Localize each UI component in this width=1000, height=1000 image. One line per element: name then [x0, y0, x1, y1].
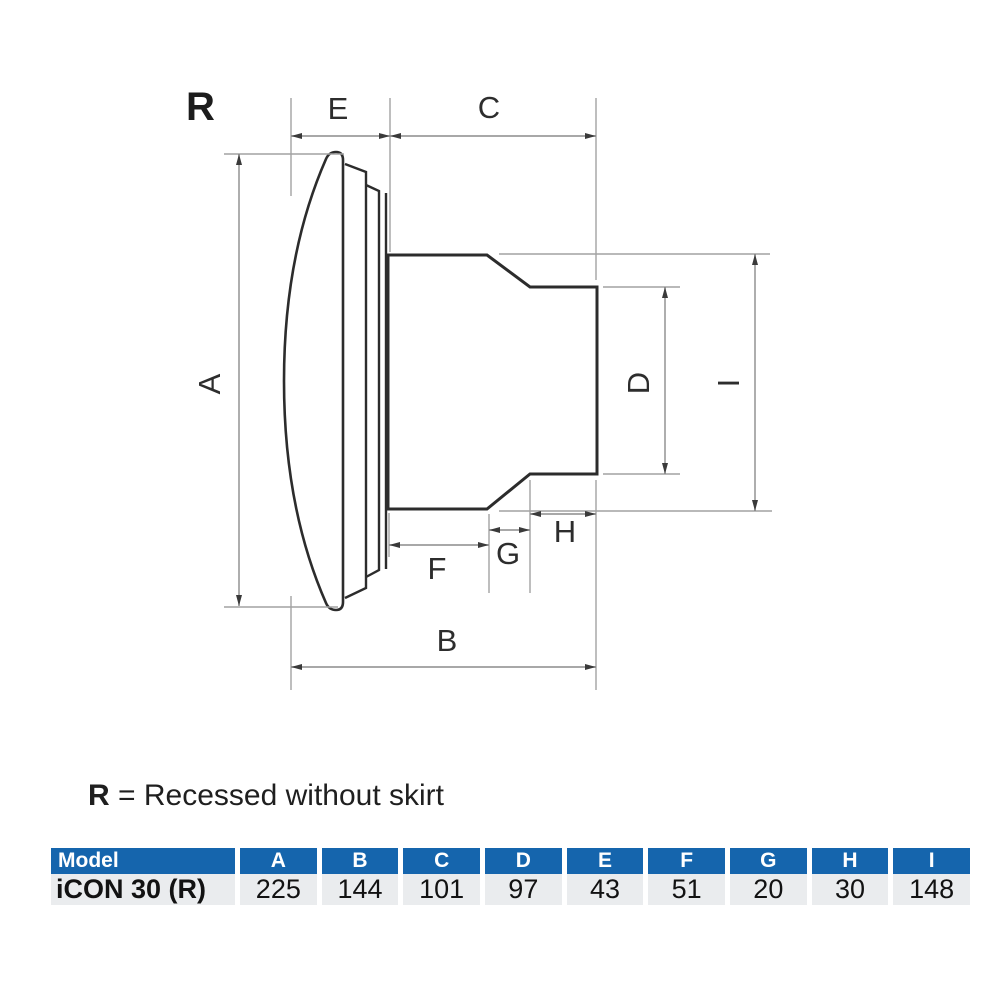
header-cell-g: G — [729, 848, 807, 874]
header-cell-f: F — [648, 848, 725, 874]
header-cell-d: D — [484, 848, 562, 874]
header-cell-e: E — [566, 848, 644, 874]
dim-label-d: D — [621, 372, 656, 394]
fan-rim-step-2 — [365, 183, 381, 579]
dimension-labels: R E C A D I F G H B — [186, 85, 746, 658]
value-cell-b: 144 — [321, 874, 399, 905]
dim-label-g: G — [496, 536, 520, 571]
dim-label-b: B — [437, 623, 458, 658]
diagram-svg: R E C A D I F G H B — [186, 85, 772, 690]
dim-label-e: E — [328, 91, 349, 126]
header-cell-c: C — [403, 848, 480, 874]
dim-label-a: A — [192, 373, 227, 394]
extension-lines — [224, 98, 772, 690]
header-cell-a: A — [240, 848, 317, 874]
dimension-lines — [236, 133, 758, 670]
legend-symbol: R — [88, 779, 110, 812]
fan-rim-step-1 — [344, 162, 368, 600]
dim-label-i: I — [711, 379, 746, 388]
header-cell-h: H — [811, 848, 889, 874]
value-cell-d: 97 — [484, 874, 562, 905]
legend-note: R = Recessed without skirt — [88, 779, 444, 813]
model-cell: iCON 30 (R) — [51, 874, 235, 905]
dim-label-h: H — [554, 514, 576, 549]
value-cell-a: 225 — [240, 874, 317, 905]
variant-label-r: R — [186, 85, 215, 129]
header-cell-b: B — [321, 848, 399, 874]
value-cell-e: 43 — [566, 874, 644, 905]
dim-label-c: C — [478, 90, 500, 125]
value-cell-g: 20 — [729, 874, 807, 905]
dimensions-table: Model A B C D E F G H I iCON 30 (R) 225 … — [51, 848, 970, 905]
legend-text: = Recessed without skirt — [118, 779, 444, 812]
header-cell-model: Model — [51, 848, 235, 874]
fan-body-and-spigot — [386, 253, 599, 511]
header-cell-i: I — [893, 848, 970, 874]
value-cell-f: 51 — [648, 874, 725, 905]
value-cell-h: 30 — [811, 874, 889, 905]
fan-dimension-diagram: R E C A D I F G H B — [186, 85, 772, 690]
fan-outline — [282, 150, 599, 612]
value-cell-i: 148 — [893, 874, 970, 905]
value-cell-c: 101 — [403, 874, 480, 905]
dim-label-f: F — [428, 551, 447, 586]
fan-dome-cover — [282, 150, 345, 612]
